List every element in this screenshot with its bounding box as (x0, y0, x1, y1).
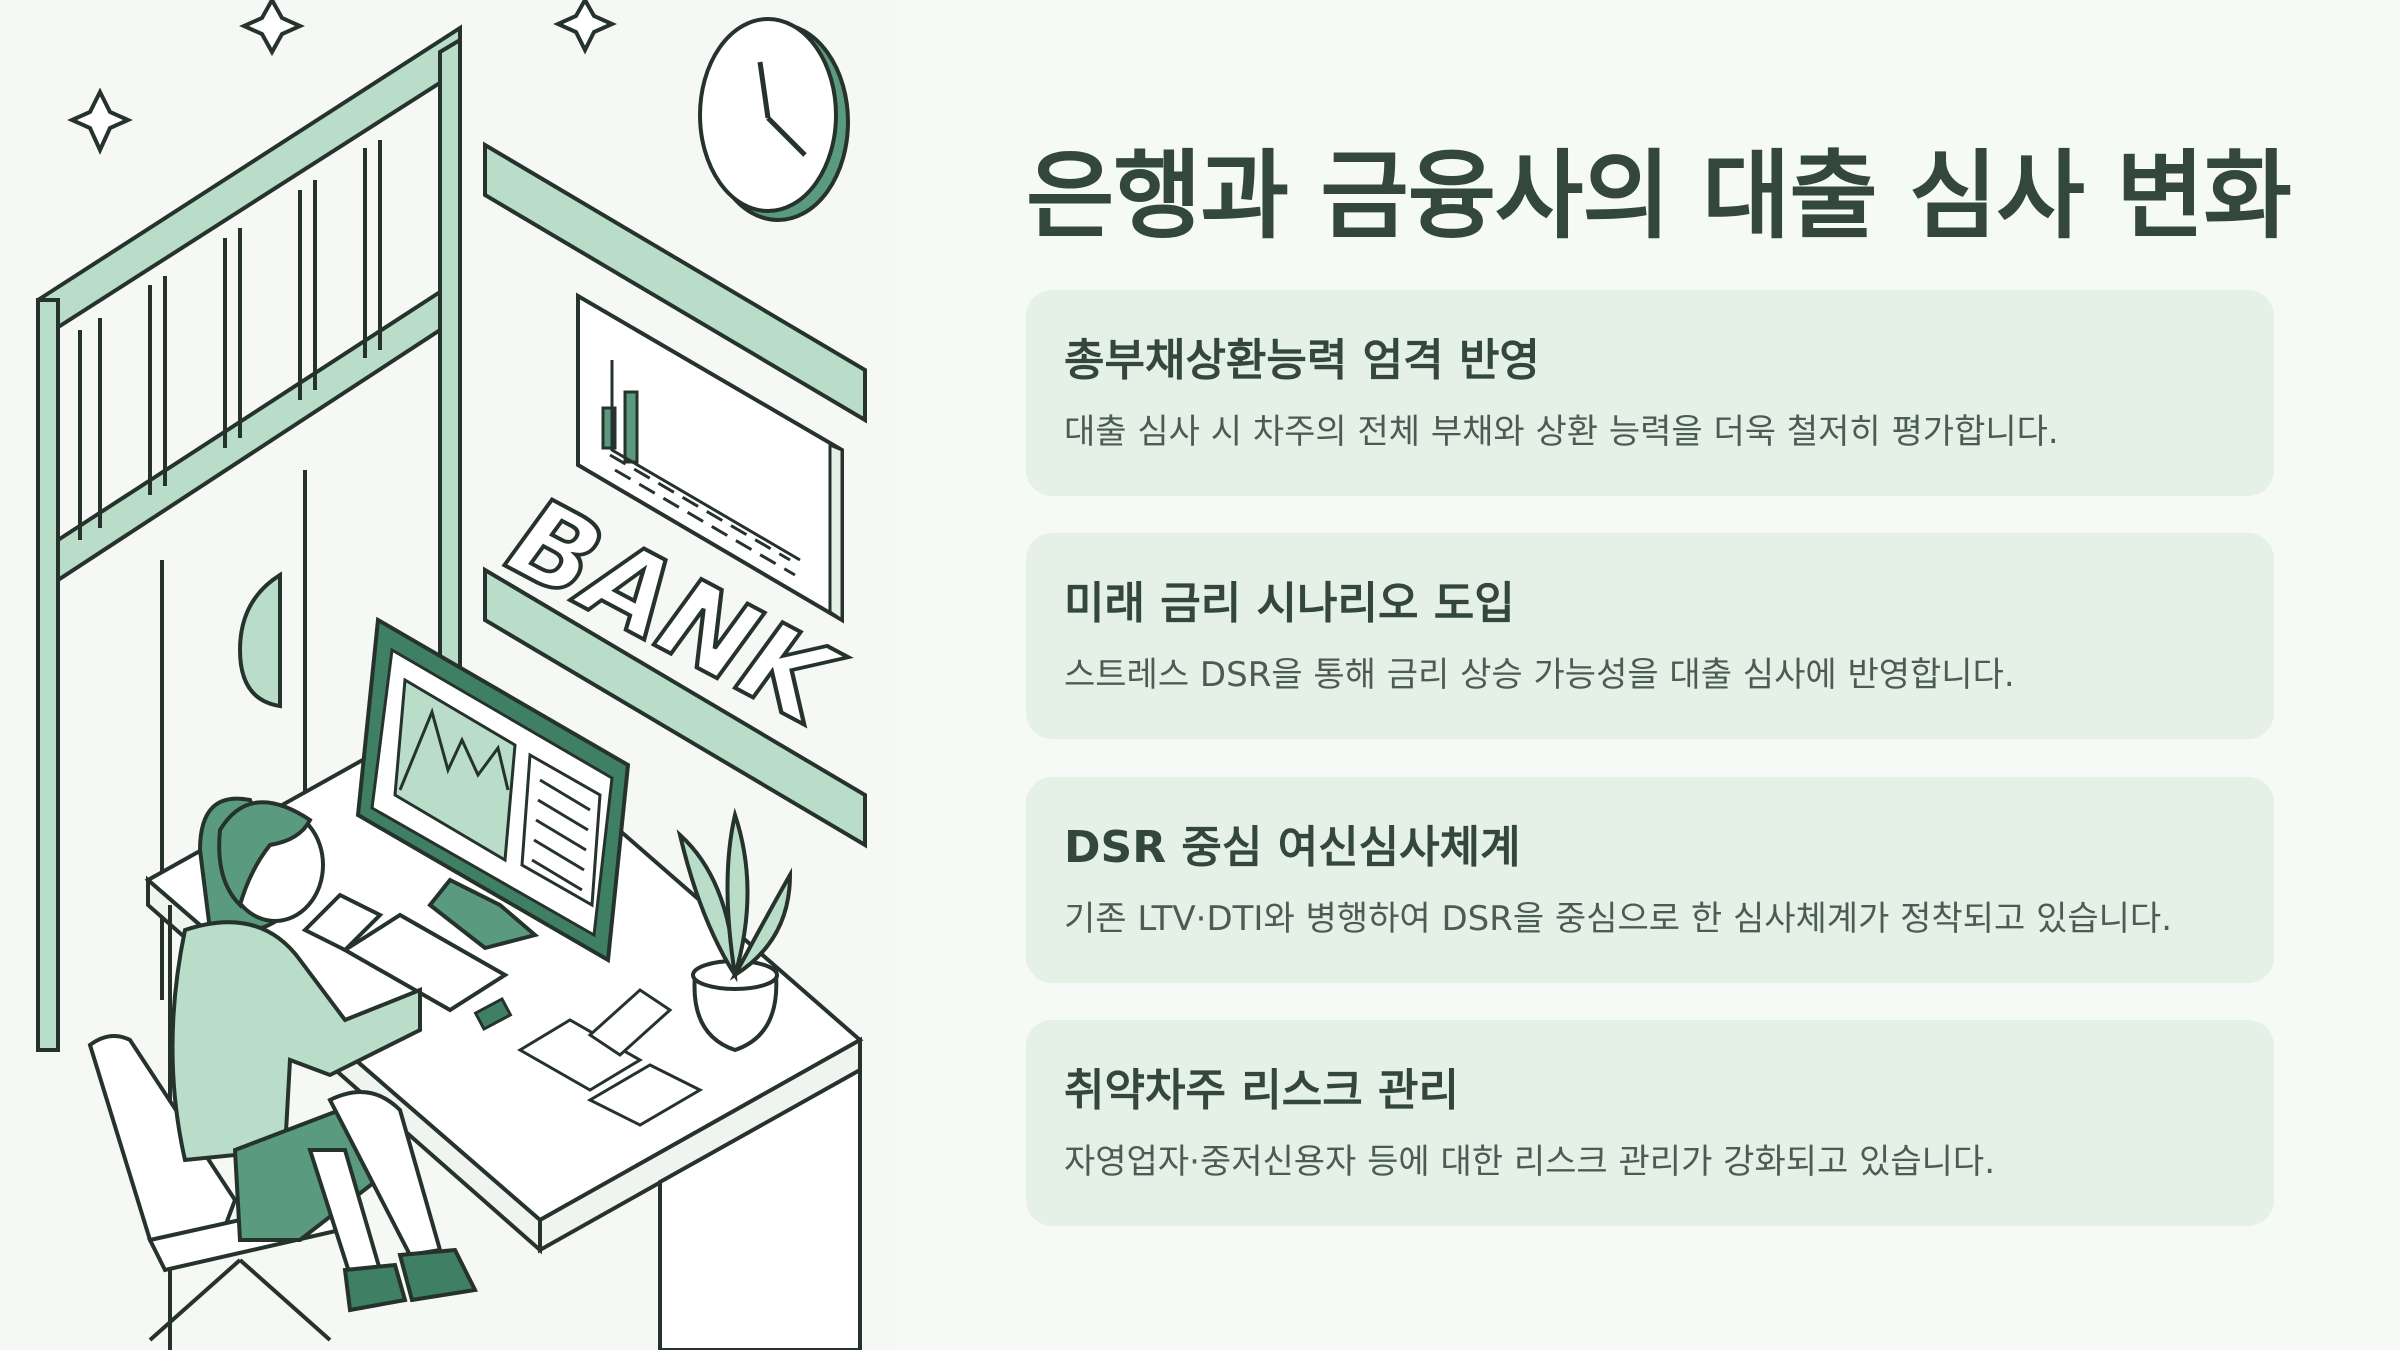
page-title: 은행과 금융사의 대출 심사 변화 (1026, 140, 2292, 252)
info-card: 총부채상환능력 엄격 반영 대출 심사 시 차주의 전체 부채와 상환 능력을 … (1026, 290, 2274, 496)
window-frame (36, 24, 462, 1052)
info-card: DSR 중심 여신심사체계 기존 LTV·DTI와 병행하여 DSR을 중심으로… (1026, 777, 2274, 983)
card-description: 대출 심사 시 차주의 전체 부채와 상환 능력을 더욱 철저히 평가합니다. (1064, 412, 2059, 452)
paper (517, 1018, 643, 1092)
card-description: 스트레스 DSR을 통해 금리 상승 가능성을 대출 심사에 반영합니다. (1064, 655, 2015, 695)
paper (586, 1063, 704, 1127)
info-card: 취약차주 리스크 관리 자영업자·중저신용자 등에 대한 리스크 관리가 강화되… (1026, 1020, 2274, 1226)
main-content: 은행과 금융사의 대출 심사 변화 총부채상환능력 엄격 반영 대출 심사 시 … (900, 0, 2400, 1350)
sparkle-icon (67, 87, 133, 155)
card-heading: 미래 금리 시나리오 도입 (1064, 578, 1515, 629)
mouse (473, 996, 513, 1032)
keyboard-2 (301, 892, 384, 953)
card-heading: 취약차주 리스크 관리 (1064, 1065, 1459, 1116)
woman-working (170, 796, 479, 1313)
sparkle-icon (553, 0, 617, 55)
card-description: 자영업자·중저신용자 등에 대한 리스크 관리가 강화되고 있습니다. (1064, 1142, 1996, 1182)
card-heading: 총부채상환능력 엄격 반영 (1064, 335, 1540, 386)
wall-chart-frame (576, 292, 844, 624)
card-heading: DSR 중심 여신심사체계 (1064, 822, 1521, 873)
info-card: 미래 금리 시나리오 도입 스트레스 DSR을 통해 금리 상승 가능성을 대출… (1026, 533, 2274, 739)
clock-icon (698, 17, 850, 222)
computer-monitor (355, 616, 631, 964)
potted-plant (676, 807, 793, 1053)
sparkle-icon (239, 0, 305, 57)
card-description: 기존 LTV·DTI와 병행하여 DSR을 중심으로 한 심사체계가 정착되고 … (1064, 899, 2173, 939)
paper (587, 988, 673, 1057)
bank-illustration: BANK (0, 0, 900, 1350)
